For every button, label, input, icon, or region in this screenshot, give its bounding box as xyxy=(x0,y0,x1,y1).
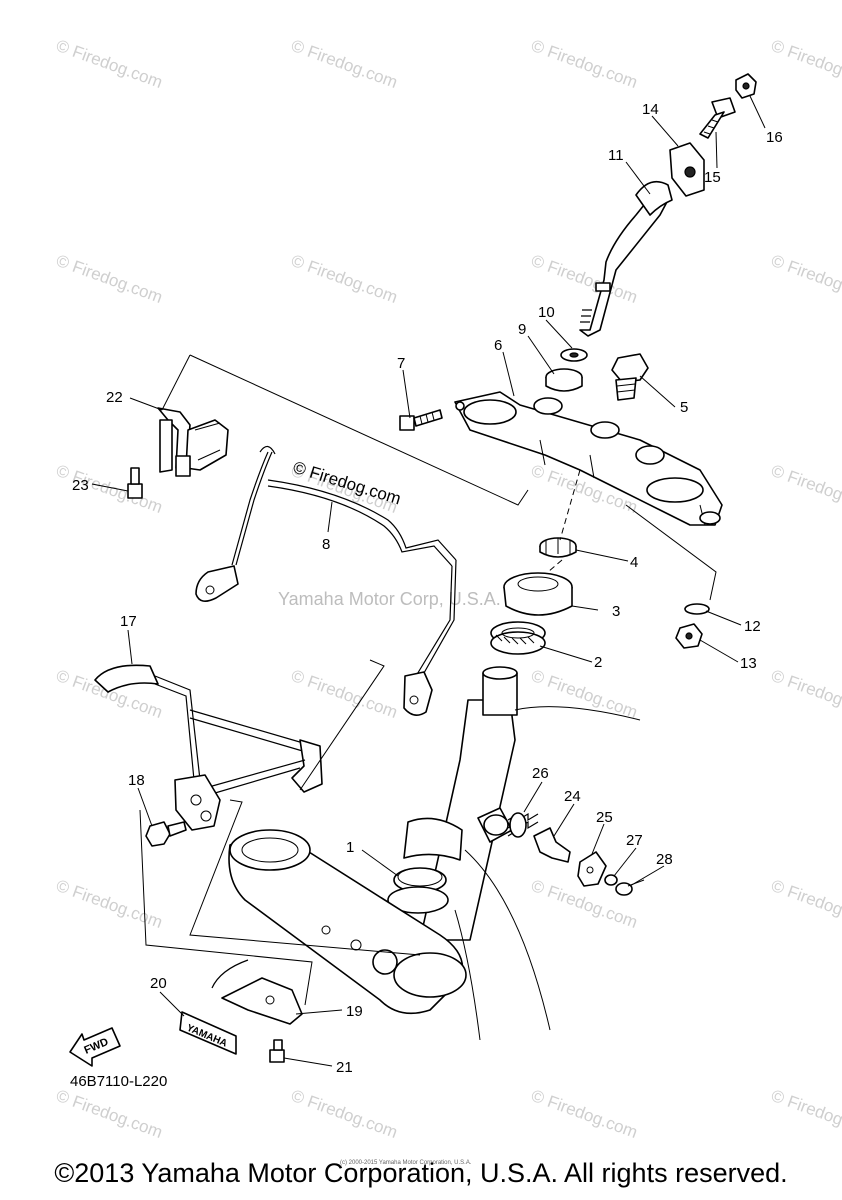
steering-stem xyxy=(228,666,641,1041)
stopper-24 xyxy=(533,827,571,863)
callout-26: 26 xyxy=(532,765,549,782)
callout-9: 9 xyxy=(518,321,526,338)
watermark-3-3: © Firedog.com xyxy=(769,666,842,722)
watermark-3-1: © Firedog.com xyxy=(769,251,842,307)
watermark-1-5: © Firedog.com xyxy=(289,1086,400,1142)
watermark-2-0: © Firedog.com xyxy=(529,36,640,92)
nut-4 xyxy=(539,537,577,558)
handle-pipe xyxy=(579,180,673,337)
leader-lines xyxy=(91,95,766,1067)
watermark-2-3: © Firedog.com xyxy=(529,666,640,722)
bolt-23 xyxy=(127,467,143,499)
callout-18: 18 xyxy=(128,772,145,789)
stay-17 xyxy=(94,664,323,831)
copyright-notice: ©2013 Yamaha Motor Corporation, U.S.A. A… xyxy=(54,1158,788,1188)
watermark-1-1: © Firedog.com xyxy=(289,251,400,307)
callout-14: 14 xyxy=(642,101,659,118)
center-stamp: Yamaha Motor Corp, U.S.A. xyxy=(278,589,501,609)
clamp-14 xyxy=(669,142,705,197)
spring-26 xyxy=(507,812,539,838)
callout-19: 19 xyxy=(346,1003,363,1020)
callout-2: 2 xyxy=(594,654,602,671)
plate-25 xyxy=(577,851,607,887)
callout-20: 20 xyxy=(150,975,167,992)
watermark-3-2: © Firedog.com xyxy=(769,461,842,517)
callout-7: 7 xyxy=(397,355,405,372)
callout-27: 27 xyxy=(626,832,643,849)
bracket-22 xyxy=(157,407,229,477)
drawing-code: 46B7110-L220 xyxy=(70,1073,167,1090)
callout-23: 23 xyxy=(72,477,89,494)
callout-11: 11 xyxy=(608,147,624,164)
callout-numbers: 1 2 3 4 5 6 7 8 9 10 11 12 13 14 15 16 1… xyxy=(72,101,783,1076)
watermark-2-5: © Firedog.com xyxy=(529,1086,640,1142)
guide-19 xyxy=(211,959,303,1025)
watermark-0-2: © Firedog.com xyxy=(54,461,165,517)
bearing-2 xyxy=(490,621,546,655)
callout-28: 28 xyxy=(656,851,673,868)
washer-12 xyxy=(684,603,710,615)
callout-5: 5 xyxy=(680,399,688,416)
callout-10: 10 xyxy=(538,304,555,321)
watermark-3-0: © Firedog.com xyxy=(769,36,842,92)
cable-8 xyxy=(195,445,457,716)
race-3 xyxy=(503,572,573,616)
callout-16: 16 xyxy=(766,129,783,146)
callout-3: 3 xyxy=(612,603,620,620)
bolt-15 xyxy=(699,97,736,139)
callout-4: 4 xyxy=(630,554,638,571)
callout-1: 1 xyxy=(346,839,354,856)
reference-lines xyxy=(139,354,717,1006)
callout-25: 25 xyxy=(596,809,613,826)
callout-17: 17 xyxy=(120,613,137,630)
yamaha-label-20: YAMAHA xyxy=(179,1011,237,1055)
watermark-3-5: © Firedog.com xyxy=(769,1086,842,1142)
fwd-arrow: FWD xyxy=(69,1027,121,1067)
bolt-21 xyxy=(269,1039,285,1063)
watermark-1-3: © Firedog.com xyxy=(289,666,400,722)
watermark-0-0: © Firedog.com xyxy=(54,36,165,92)
callout-22: 22 xyxy=(106,389,123,406)
callout-12: 12 xyxy=(744,618,761,635)
callout-15: 15 xyxy=(704,169,721,186)
bolt-7 xyxy=(399,409,443,431)
collar-9 xyxy=(545,368,583,392)
watermark-0-4: © Firedog.com xyxy=(54,876,165,932)
upper-bracket xyxy=(454,391,723,526)
fine-print: (c) 2000-2015 Yamaha Motor Corporation, … xyxy=(340,1160,472,1166)
callout-21: 21 xyxy=(336,1059,353,1076)
callout-24: 24 xyxy=(564,788,581,805)
nut-16 xyxy=(735,73,757,99)
washer-27 xyxy=(604,874,618,886)
callout-13: 13 xyxy=(740,655,757,672)
watermark-0-5: © Firedog.com xyxy=(54,1086,165,1142)
callout-6: 6 xyxy=(494,337,502,354)
callout-8: 8 xyxy=(322,536,330,553)
bolt-5 xyxy=(611,353,649,401)
watermark-1-0: © Firedog.com xyxy=(289,36,400,92)
screw-28 xyxy=(615,879,645,896)
watermark-0-1: © Firedog.com xyxy=(54,251,165,307)
bolt-18 xyxy=(145,821,187,847)
watermark-3-4: © Firedog.com xyxy=(769,876,842,932)
